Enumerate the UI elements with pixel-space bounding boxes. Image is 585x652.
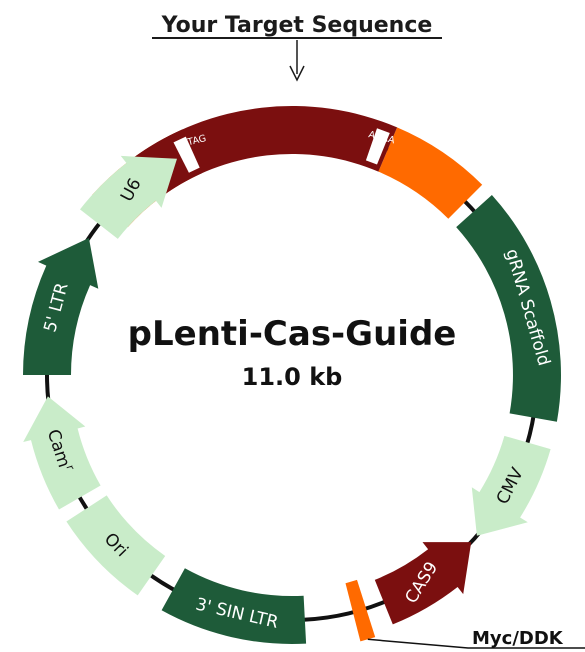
insert-flank-right	[378, 127, 483, 219]
myc-ddk-tag-marker	[345, 579, 376, 642]
u6-feature	[80, 155, 177, 239]
camr-feature	[23, 396, 101, 510]
sin-ltr-feature	[161, 568, 307, 644]
plasmid-name: pLenti-Cas-Guide	[128, 314, 457, 354]
ori-feature	[66, 495, 166, 596]
seq-tttt: TTTT	[386, 109, 412, 125]
myc-ddk-leader-line	[367, 638, 585, 649]
plasmid-size: 11.0 kb	[242, 363, 343, 391]
target-sequence-title: Your Target Sequence	[161, 13, 433, 38]
insert-gap-right	[365, 128, 390, 165]
target-arrow-head	[289, 65, 305, 82]
myc-ddk-label: Myc/DDK	[472, 628, 564, 649]
5-ltr-feature	[23, 238, 99, 375]
grna-scaffold-feature	[456, 195, 561, 422]
insert-gap-left	[173, 136, 200, 173]
cmv-feature	[471, 435, 551, 536]
cas9-feature	[374, 542, 472, 625]
